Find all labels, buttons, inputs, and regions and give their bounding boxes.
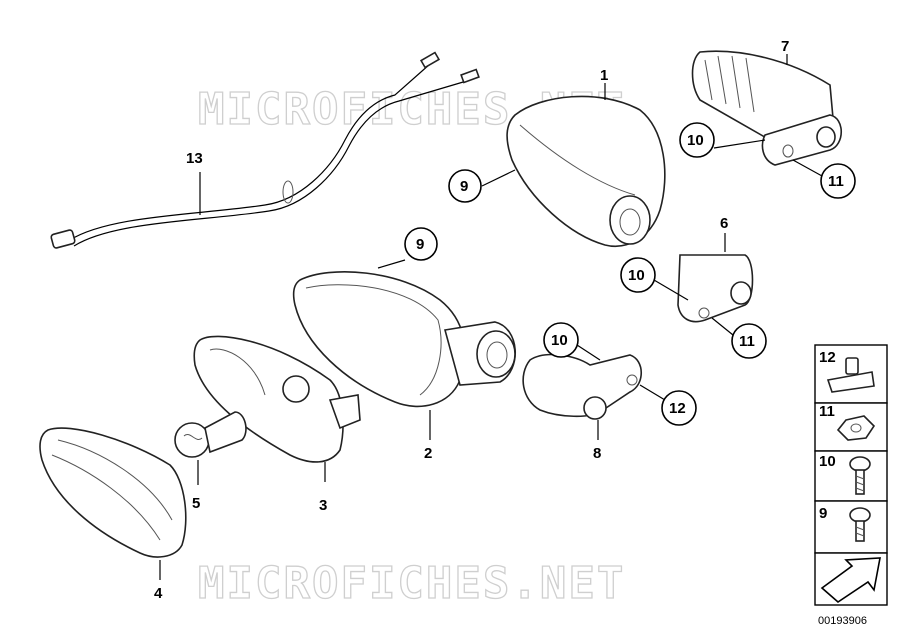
callout-9-upper: 9 [460,178,468,195]
callout-3: 3 [319,497,327,514]
hardware-legend: 12 11 10 9 [814,344,888,606]
callout-13: 13 [186,150,203,167]
callout-12: 12 [669,400,686,417]
bulb [174,411,247,458]
rubber-mount-bracket [691,50,843,166]
callout-10-top: 10 [687,132,704,149]
legend-label-10: 10 [819,453,836,470]
callout-8: 8 [593,445,601,462]
legend-label-11: 11 [819,403,835,420]
housing-middle [292,271,516,408]
legend-label-12: 12 [819,349,836,366]
callout-7: 7 [781,38,789,55]
mount-bracket-6 [677,254,754,323]
turn-signal-lens [39,427,187,558]
callout-4: 4 [154,585,163,602]
screw-icon [849,456,871,495]
callout-6: 6 [720,215,728,232]
mount-bracket-8 [522,353,643,420]
callout-1: 1 [600,67,608,84]
legend-label-9: 9 [819,505,827,522]
wiring-harness [50,51,480,249]
hex-nut-icon [836,415,876,441]
callout-9-middle: 9 [416,236,424,253]
reflector-socket [193,335,361,463]
watermark-bottom: MICROFICHES.NET [198,558,625,609]
callout-11-top: 11 [828,173,844,190]
callout-2: 2 [424,445,432,462]
diagram-code: 00193906 [818,615,867,627]
clip-nut-icon [826,357,875,393]
arrow-icon [820,557,881,604]
callout-10-lower: 10 [551,332,568,349]
callout-5: 5 [192,495,200,512]
callout-10-mid: 10 [628,267,645,284]
screw-icon [849,507,871,542]
housing-upper [506,95,666,247]
callout-11-mid: 11 [739,333,755,350]
